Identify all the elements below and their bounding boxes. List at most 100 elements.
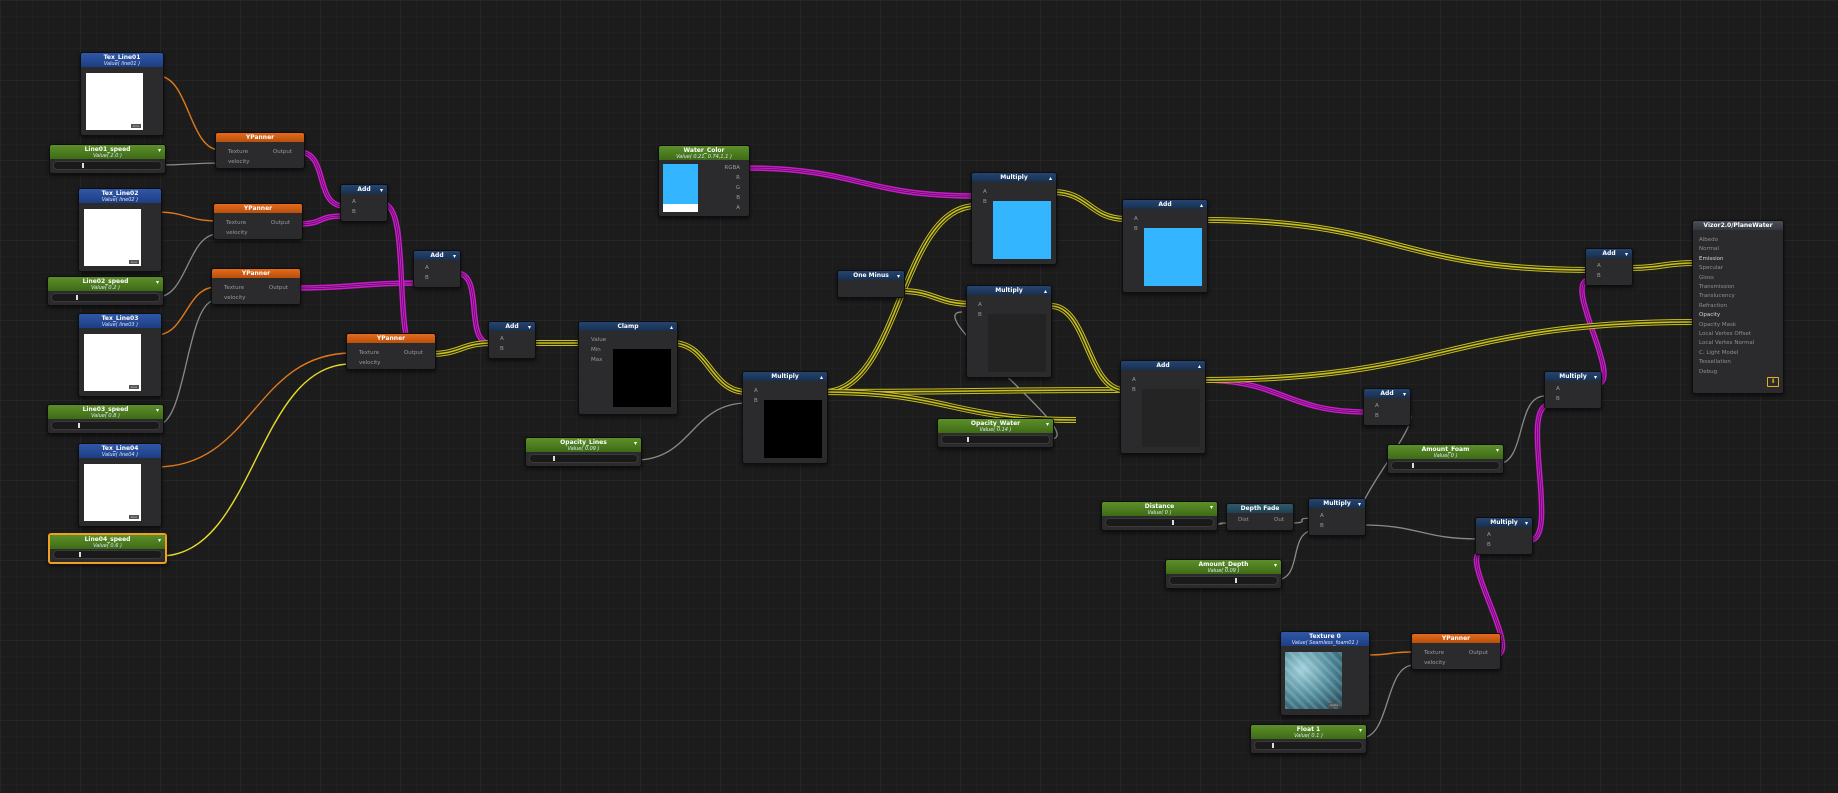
connection-wire[interactable]: [157, 75, 221, 151]
collapse-icon[interactable]: ▴: [1199, 202, 1203, 209]
node-header[interactable]: Add▾: [489, 322, 535, 331]
dropdown-arrow-icon[interactable]: ▾: [157, 147, 161, 154]
transmission-pin[interactable]: Transmission: [1699, 284, 1735, 291]
add-node-4[interactable]: Add▾ A B: [1585, 248, 1633, 286]
multiply-node-6[interactable]: Multiply▾ A B: [1544, 371, 1602, 409]
emission-pin[interactable]: Emission: [1699, 255, 1724, 262]
value-slider[interactable]: [1169, 576, 1278, 585]
input-b-pin[interactable]: B: [500, 346, 504, 352]
dropdown-arrow-icon[interactable]: ▾: [1045, 421, 1049, 428]
node-header[interactable]: Add▾: [1364, 389, 1410, 398]
input-b-pin[interactable]: B: [1320, 523, 1324, 529]
ypanner-node-1[interactable]: YPanner Texture velocity Output: [215, 132, 305, 169]
texture-input-pin[interactable]: Texture: [359, 350, 380, 356]
input-a-pin[interactable]: A: [754, 388, 758, 394]
connection-wire[interactable]: [899, 290, 973, 305]
velocity-input-pin[interactable]: velocity: [1424, 660, 1446, 666]
node-header[interactable]: Multiply▾: [1476, 518, 1532, 527]
input-a-pin[interactable]: A: [1320, 513, 1324, 519]
chevron-down-icon[interactable]: ▾: [452, 253, 456, 260]
tessellation-pin[interactable]: Tessellation: [1699, 359, 1731, 366]
node-header[interactable]: Clamp▴: [579, 322, 677, 331]
input-b-pin[interactable]: B: [1597, 273, 1601, 279]
connection-wire[interactable]: [156, 299, 217, 426]
opacity-pin[interactable]: Opacity: [1699, 312, 1721, 319]
node-title[interactable]: YPanner: [212, 269, 300, 278]
max-input-pin[interactable]: Max: [591, 357, 603, 363]
input-a-pin[interactable]: A: [1597, 263, 1601, 269]
add-preview-node-2[interactable]: Add▴ A B: [1120, 360, 1206, 454]
input-a-pin[interactable]: A: [500, 336, 504, 342]
chevron-down-icon[interactable]: ▾: [1402, 391, 1406, 398]
connection-wire[interactable]: [158, 162, 221, 166]
b-output-pin[interactable]: B: [736, 195, 740, 201]
input-a-pin[interactable]: A: [1487, 532, 1491, 538]
texture-input-pin[interactable]: Texture: [224, 285, 245, 291]
connection-wire[interactable]: [298, 151, 345, 207]
out-output-pin[interactable]: Out: [1274, 517, 1284, 523]
input-b-pin[interactable]: B: [1134, 226, 1138, 232]
input-a-pin[interactable]: A: [352, 199, 356, 205]
value-slider[interactable]: [53, 550, 162, 559]
value-slider[interactable]: [53, 161, 162, 170]
opacity-mask-pin[interactable]: Opacity Mask: [1699, 321, 1737, 328]
value-slider[interactable]: [51, 421, 160, 430]
add-node-3[interactable]: Add▾ A B: [488, 321, 536, 359]
connection-wire[interactable]: [1365, 651, 1415, 656]
multiply-node-2[interactable]: Multiply▴ A B: [971, 172, 1057, 265]
translucency-pin[interactable]: Translucency: [1699, 293, 1735, 300]
ypanner-node-2[interactable]: YPanner Texture velocity Output: [213, 203, 303, 240]
connection-wire[interactable]: [1360, 664, 1415, 739]
output-pin[interactable]: Output: [270, 220, 290, 226]
chevron-down-icon[interactable]: ▾: [1624, 251, 1628, 258]
input-a-pin[interactable]: A: [1132, 377, 1136, 383]
add-node-5[interactable]: Add▾ A B: [1363, 388, 1411, 426]
value-input-pin[interactable]: Value: [591, 337, 607, 343]
texture-input-pin[interactable]: Texture: [226, 220, 247, 226]
material-output-node[interactable]: Vizor2.0/PlaneWater Albedo Normal Emissi…: [1692, 220, 1784, 394]
value-slider[interactable]: [529, 454, 638, 463]
gloss-pin[interactable]: Gloss: [1699, 274, 1714, 281]
node-title[interactable]: Depth Fade: [1227, 504, 1293, 513]
texture-input-pin[interactable]: Texture: [228, 149, 249, 155]
albedo-pin[interactable]: Albedo: [1699, 237, 1719, 243]
chevron-down-icon[interactable]: ▾: [1524, 520, 1528, 527]
input-b-pin[interactable]: B: [754, 398, 758, 404]
input-a-pin[interactable]: A: [978, 302, 982, 308]
save-material-icon[interactable]: ⬇: [1767, 377, 1779, 387]
connection-wire[interactable]: [1052, 191, 1127, 220]
input-b-pin[interactable]: B: [1487, 542, 1491, 548]
connection-wire[interactable]: [1360, 524, 1481, 540]
value-slider[interactable]: [941, 435, 1050, 444]
dropdown-arrow-icon[interactable]: ▾: [1495, 447, 1499, 454]
node-header[interactable]: Add▴: [1123, 200, 1207, 209]
one-minus-node[interactable]: One Minus▾: [837, 270, 905, 298]
collapse-icon[interactable]: ▴: [819, 374, 823, 381]
multiply-node-1[interactable]: Multiply▴ A B: [742, 371, 828, 464]
debug-pin[interactable]: Debug: [1699, 368, 1718, 375]
normal-pin[interactable]: Normal: [1699, 246, 1719, 253]
a-output-pin[interactable]: A: [736, 205, 740, 211]
output-pin[interactable]: Output: [268, 285, 288, 291]
velocity-input-pin[interactable]: velocity: [228, 159, 250, 165]
output-pin[interactable]: Output: [1468, 650, 1488, 656]
texture-input-pin[interactable]: Texture: [1424, 650, 1445, 656]
